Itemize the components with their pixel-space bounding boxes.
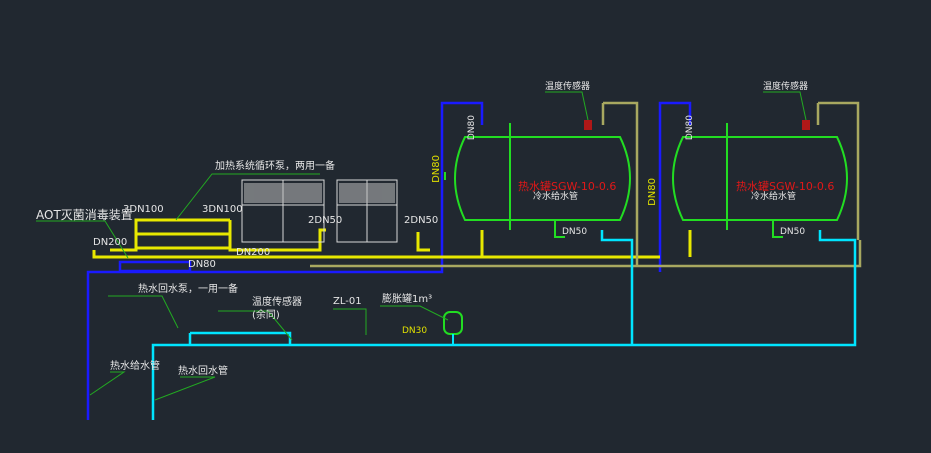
tank-2 [672,136,848,221]
label-dn200-second: DN200 [236,247,271,258]
label-hot-supply: 热水给水管 [110,361,160,372]
label-hot-return: 热水回水管 [178,366,228,377]
label-temp-sensor-return: 温度传感器 [252,297,302,308]
label-valve-code: ZL-01 [333,296,362,307]
yellow-pipes [92,218,692,259]
label-dn80-vertical1: DN80 [431,155,442,183]
label-temp-sensor-tank2: 温度传感器 [763,82,809,92]
tank1-cold-water: 冷水给水管 [533,192,579,202]
label-dn80-vertical2: DN80 [647,178,658,206]
label-dn80-bottom: DN80 [188,259,216,270]
label-expansion-tank: 膨胀罐1m³ [382,294,433,305]
label-heating-pump: 加热系统循环泵，两用一备 [215,161,335,172]
heat-pump-units [241,179,398,243]
label-dn100-left: 3DN100 [123,204,164,215]
label-dn-expansion: DN30 [402,326,428,336]
tank1-dn50: DN50 [562,227,588,237]
tank1-name: 热水罐SGW-10-0.6 [518,180,617,193]
blue-pipes [86,101,692,420]
tank2-dn50: DN50 [780,227,806,237]
unit-grilles [244,183,395,203]
tank2-cold-water: 冷水给水管 [751,192,797,202]
label-dn80-tank2: DN80 [685,115,695,141]
label-return-pump: 热水回水泵，一用一备 [138,284,238,295]
label-same-note: (余同) [252,310,280,321]
label-dn80-tank1: DN80 [467,115,477,141]
tank-1 [454,136,631,221]
label-temp-sensor-tank1: 温度传感器 [545,82,591,92]
temperature-sensor-icons [584,120,810,130]
label-dn200-main: DN200 [93,237,128,248]
label-dn50-unit2: 2DN50 [404,215,439,226]
tank2-name: 热水罐SGW-10-0.6 [736,180,835,193]
tanks [444,123,848,238]
olive-pipes [310,101,862,268]
leader-lines [36,91,807,401]
label-dn50-unit1: 2DN50 [308,215,343,226]
label-dn100-right: 3DN100 [202,204,243,215]
cyan-pipes [151,230,857,420]
expansion-tank-shape [443,311,463,335]
label-aot: AOT灭菌消毒装置 [36,208,133,222]
